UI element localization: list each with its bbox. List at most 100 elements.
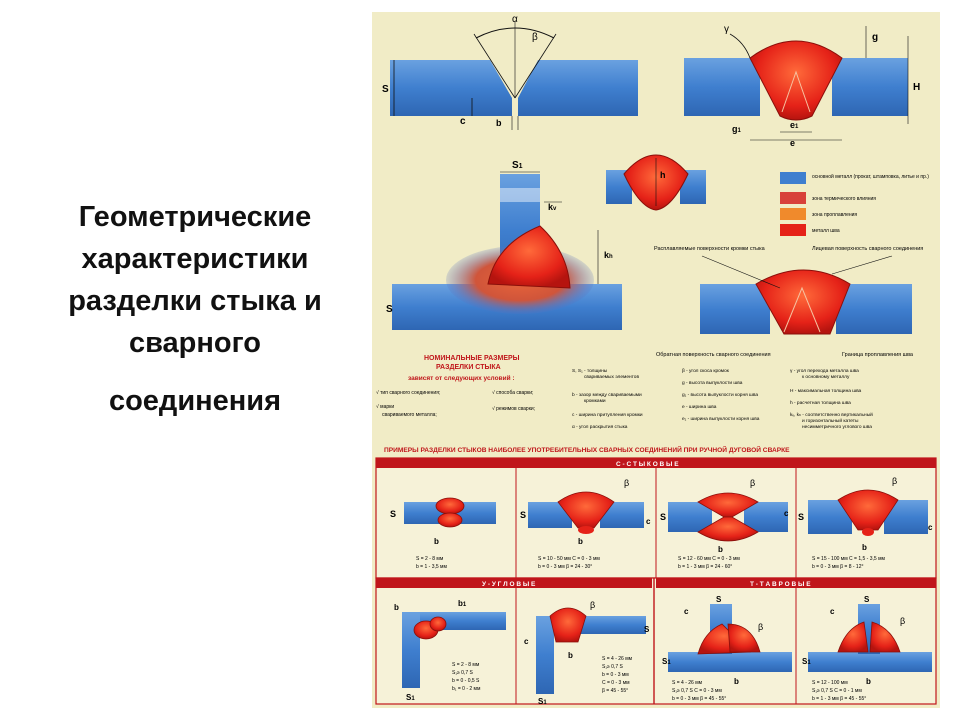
slide-title: Геометрические характеристики разделки с… (22, 196, 368, 422)
fusion-boundary-annotation: Граница проплавления шва (842, 352, 914, 358)
tee-weld-metal (487, 225, 571, 289)
corner-panel-2: β S c b S1 S = 4 - 26 мм S₁≥ 0,7 S b = 0… (524, 600, 650, 706)
tee1-c-label: c (684, 607, 689, 616)
nominal-heading-3: зависят от следующих условий : (408, 374, 515, 382)
corner2-spec-4: C = 0 - 3 мм (602, 680, 630, 686)
v-groove-diagram: α β S c b (382, 14, 638, 130)
s-label-tee: S (386, 304, 393, 315)
butt-weld-left-plate (684, 58, 760, 116)
def-beta: β - угол скоса кромок (682, 368, 730, 374)
corner2-s1-label: S1 (538, 697, 547, 706)
butt1-spec-2: b = 1 - 3,5 мм (416, 564, 447, 570)
butt-weld-diagram: γ g H g1 e1 e (684, 24, 920, 148)
butt4-spec-1: S = 15 - 100 мм C = 1,5 - 3,5 мм (812, 556, 886, 562)
kv-label: kv (548, 202, 557, 212)
def-e: e - ширина шва (682, 405, 717, 410)
b-label: b (496, 118, 502, 128)
weld-geometry-poster: α β S c b γ g H g1 e1 e h основн (372, 12, 940, 708)
v-groove-right-plate (518, 60, 638, 116)
butt2-spec-1: S = 10 - 50 мм C = 0 - 3 мм (538, 556, 600, 562)
corner-panel-1: b b1 S1 S = 2 - 8 мм S₁≥ 0,7 S b = 0 - 0… (394, 599, 506, 702)
legend-swatch-fusion (780, 208, 806, 220)
title-line-1: Геометрические (78, 201, 312, 233)
legend-swatch-haz (780, 192, 806, 204)
def-alpha: α - угол раскрытия стыка (572, 425, 628, 430)
surfaces-weld (755, 269, 851, 335)
tee2-beta-label: β (900, 616, 905, 626)
def-e1: e₁ - ширина выпуклости корня шва (682, 417, 760, 422)
legend: основной металл (прокат, штамповка, лить… (780, 172, 929, 236)
butt2-c-label: c (646, 517, 651, 526)
surfaces-left-plate (700, 284, 770, 334)
butt-weld-bead (749, 40, 843, 121)
examples-title: ПРИМЕРЫ РАЗДЕЛКИ СТЫКОВ НАИБОЛЕЕ УПОТРЕБ… (384, 445, 790, 454)
tee-section-label: Т - Т А В Р О В Ы Е (750, 581, 811, 588)
butt3-beta-label: β (750, 478, 755, 488)
title-line-5: соединения (108, 385, 282, 418)
g-label: g (872, 32, 878, 43)
corner-tee-section: У - У Г Л О В Ы Е Т - Т А В Р О В Ы Е b … (375, 577, 937, 706)
nominal-cond-2: √ способа сварки; (492, 389, 533, 396)
corner-section-label: У - У Г Л О В Ы Е (482, 581, 536, 588)
corner1-spec-3: b = 0 - 0,5 S (452, 678, 480, 684)
corner2-s-label: S (644, 625, 650, 634)
legend-base-metal: основной металл (прокат, штамповка, лить… (812, 173, 929, 180)
tee-fillet-diagram: S1 kv kh S (386, 160, 622, 330)
corner1-spec-4: b₁ = 0 - 2 мм (452, 686, 481, 692)
g1-label: g1 (732, 124, 742, 134)
butt-panel-4: S β c b S = 15 - 100 мм C = 1,5 - 3,5 мм… (798, 476, 933, 570)
legend-swatch-weld (780, 224, 806, 236)
tee2-spec-1: S = 12 - 100 мм (812, 680, 848, 686)
butt3-c-label: c (784, 509, 789, 518)
def-h-max: H - максимальная толщина шва (790, 388, 862, 394)
surfaces-right-plate (836, 284, 912, 334)
legend-haz: зона термического влияния (812, 196, 876, 202)
corner2-spec-3: b = 0 - 3 мм (602, 672, 629, 678)
tee2-s1-label: S1 (802, 657, 811, 666)
tee2-spec-2: S₁≥ 0,7 S C = 0 - 1 мм (812, 688, 862, 694)
s1-label: S1 (512, 160, 523, 171)
e1-label: e1 (790, 120, 799, 130)
tee-panel-2: S c β S1 b S = 12 - 100 мм S₁≥ 0,7 S C =… (802, 595, 932, 702)
butt1-b-label: b (434, 537, 439, 546)
tee2-b-label: b (866, 677, 871, 686)
butt-section-label: С - С Т Ы К О В Ы Е (616, 461, 679, 468)
butt3-s-label: S (660, 512, 666, 522)
title-line-4: сварного (128, 327, 262, 360)
butt-weld-right-plate (832, 58, 908, 116)
corner2-spec-2: S₁≥ 0,7 S (602, 664, 623, 670)
c-label: c (460, 116, 466, 127)
corner1-s1-label: S1 (406, 693, 415, 702)
butt-panel-2: S β c b S = 10 - 50 мм C = 0 - 3 мм b = … (520, 478, 651, 570)
weld-bead-h-diagram: h (606, 154, 706, 211)
corner1-spec-2: S₁≥ 0,7 S (452, 670, 473, 676)
butt2-b-label: b (578, 537, 583, 546)
back-surface-annotation: Обратная поверхность сварного соединения (656, 352, 771, 358)
nominal-cond-4: √ режимов сварки; (492, 405, 535, 412)
butt4-beta-label: β (892, 476, 897, 486)
nominal-heading-1: НОМИНАЛЬНЫЕ РАЗМЕРЫ (424, 355, 520, 362)
corner2-beta-label: β (590, 600, 595, 610)
butt2-spec-2: b = 0 - 3 мм β = 24 - 30° (538, 564, 592, 570)
face-surface-annotation: Лицевая поверхность сварного соединения (812, 246, 923, 252)
butt2-beta-label: β (624, 478, 629, 488)
butt3-spec-2: b = 1 - 3 мм β = 24 - 60° (678, 564, 732, 570)
h-label: h (660, 170, 666, 180)
nominal-sizes-block: НОМИНАЛЬНЫЕ РАЗМЕРЫ РАЗДЕЛКИ СТЫКА завис… (376, 355, 535, 418)
gamma-label: γ (724, 24, 729, 35)
butt2-s-label: S (520, 510, 526, 520)
kh-label: kh (604, 250, 613, 260)
tee1-spec-3: b = 0 - 3 мм β = 45 - 55° (672, 696, 726, 702)
fusion-surfaces-annotation: Расплавляемые поверхности кромки стыка (654, 246, 766, 252)
butt4-spec-2: b = 0 - 3 мм β = 8 - 12° (812, 564, 864, 570)
def-c: c - ширина притупления кромки (572, 413, 643, 418)
weld-surfaces-diagram: Расплавляемые поверхности кромки стыка Л… (654, 246, 923, 358)
tee1-b-label: b (734, 677, 739, 686)
v-groove-left-plate (390, 60, 512, 116)
s-label: S (382, 84, 389, 95)
butt-panel-1: S b S = 2 - 8 мм b = 1 - 3,5 мм (390, 497, 496, 570)
